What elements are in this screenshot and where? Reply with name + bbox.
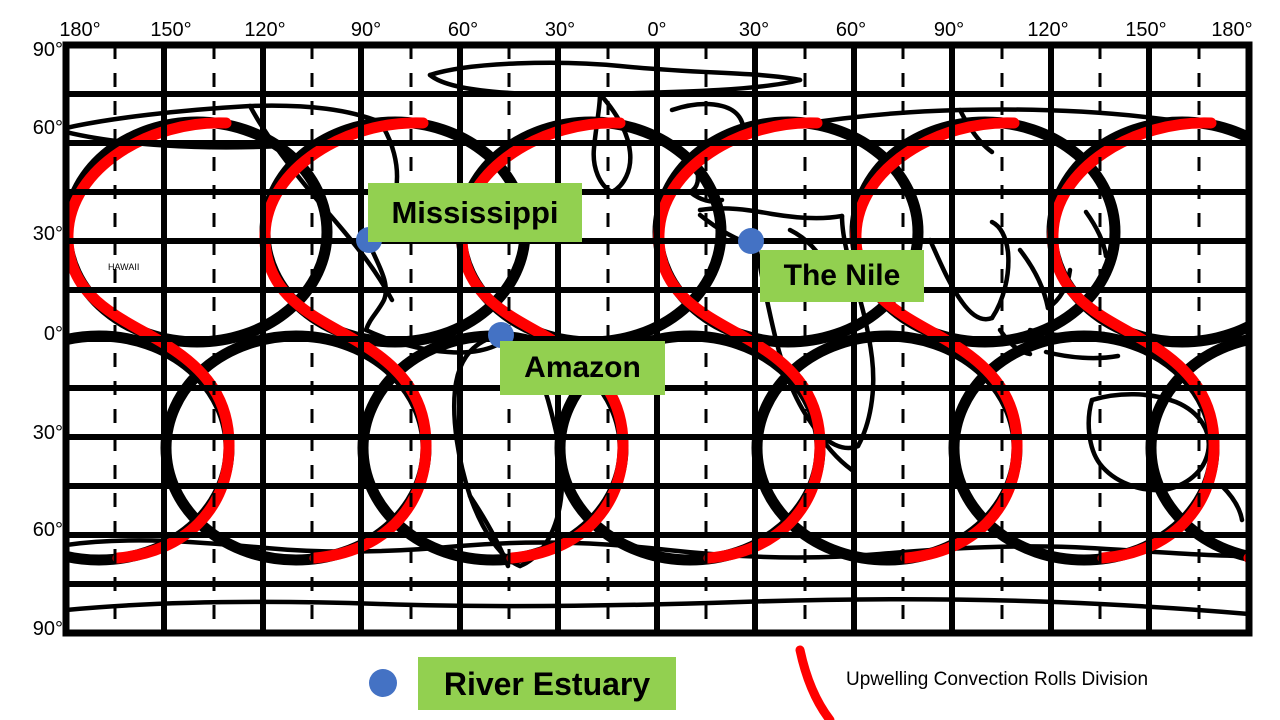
map-frame [62,41,1253,637]
graticule-major [66,45,1249,633]
x-tick-label: 120° [244,19,286,41]
y-tick-label: 60° [32,519,63,541]
x-tick-label: 150° [1125,19,1167,41]
hawaii-map-text: HAWAII [108,262,139,272]
legend-upwelling-label: Upwelling Convection Rolls Division [846,669,1149,690]
x-tick-label: 30° [738,19,770,41]
legend-river-estuary-label: River Estuary [418,657,676,710]
x-tick-label: 60° [835,19,867,41]
y-tick-label: 90° [32,618,63,640]
x-tick-label: 30° [544,19,576,41]
x-tick-label: 150° [150,19,192,41]
x-tick-label: 180° [59,19,101,41]
map-label-the-nile: The Nile [760,250,924,302]
x-tick-label: 90° [933,19,965,41]
x-tick-label: 90° [350,19,382,41]
x-tick-label: 120° [1027,19,1069,41]
y-tick-label: 30° [32,223,63,245]
y-tick-label: 60° [32,117,63,139]
x-tick-label: 180° [1211,19,1253,41]
x-tick-label: 0° [647,19,667,41]
x-tick-label: 60° [447,19,479,41]
legend-river-estuary-marker [369,669,397,697]
river-estuary-marker-the-nile[interactable] [738,228,764,254]
y-tick-label: 30° [32,422,63,444]
map-label-mississippi: Mississippi [368,183,582,242]
legend-red-curve-swatch [795,645,835,720]
y-tick-label: 90° [32,39,63,61]
y-tick-label: 0° [43,323,63,345]
map-label-amazon: Amazon [500,341,665,395]
